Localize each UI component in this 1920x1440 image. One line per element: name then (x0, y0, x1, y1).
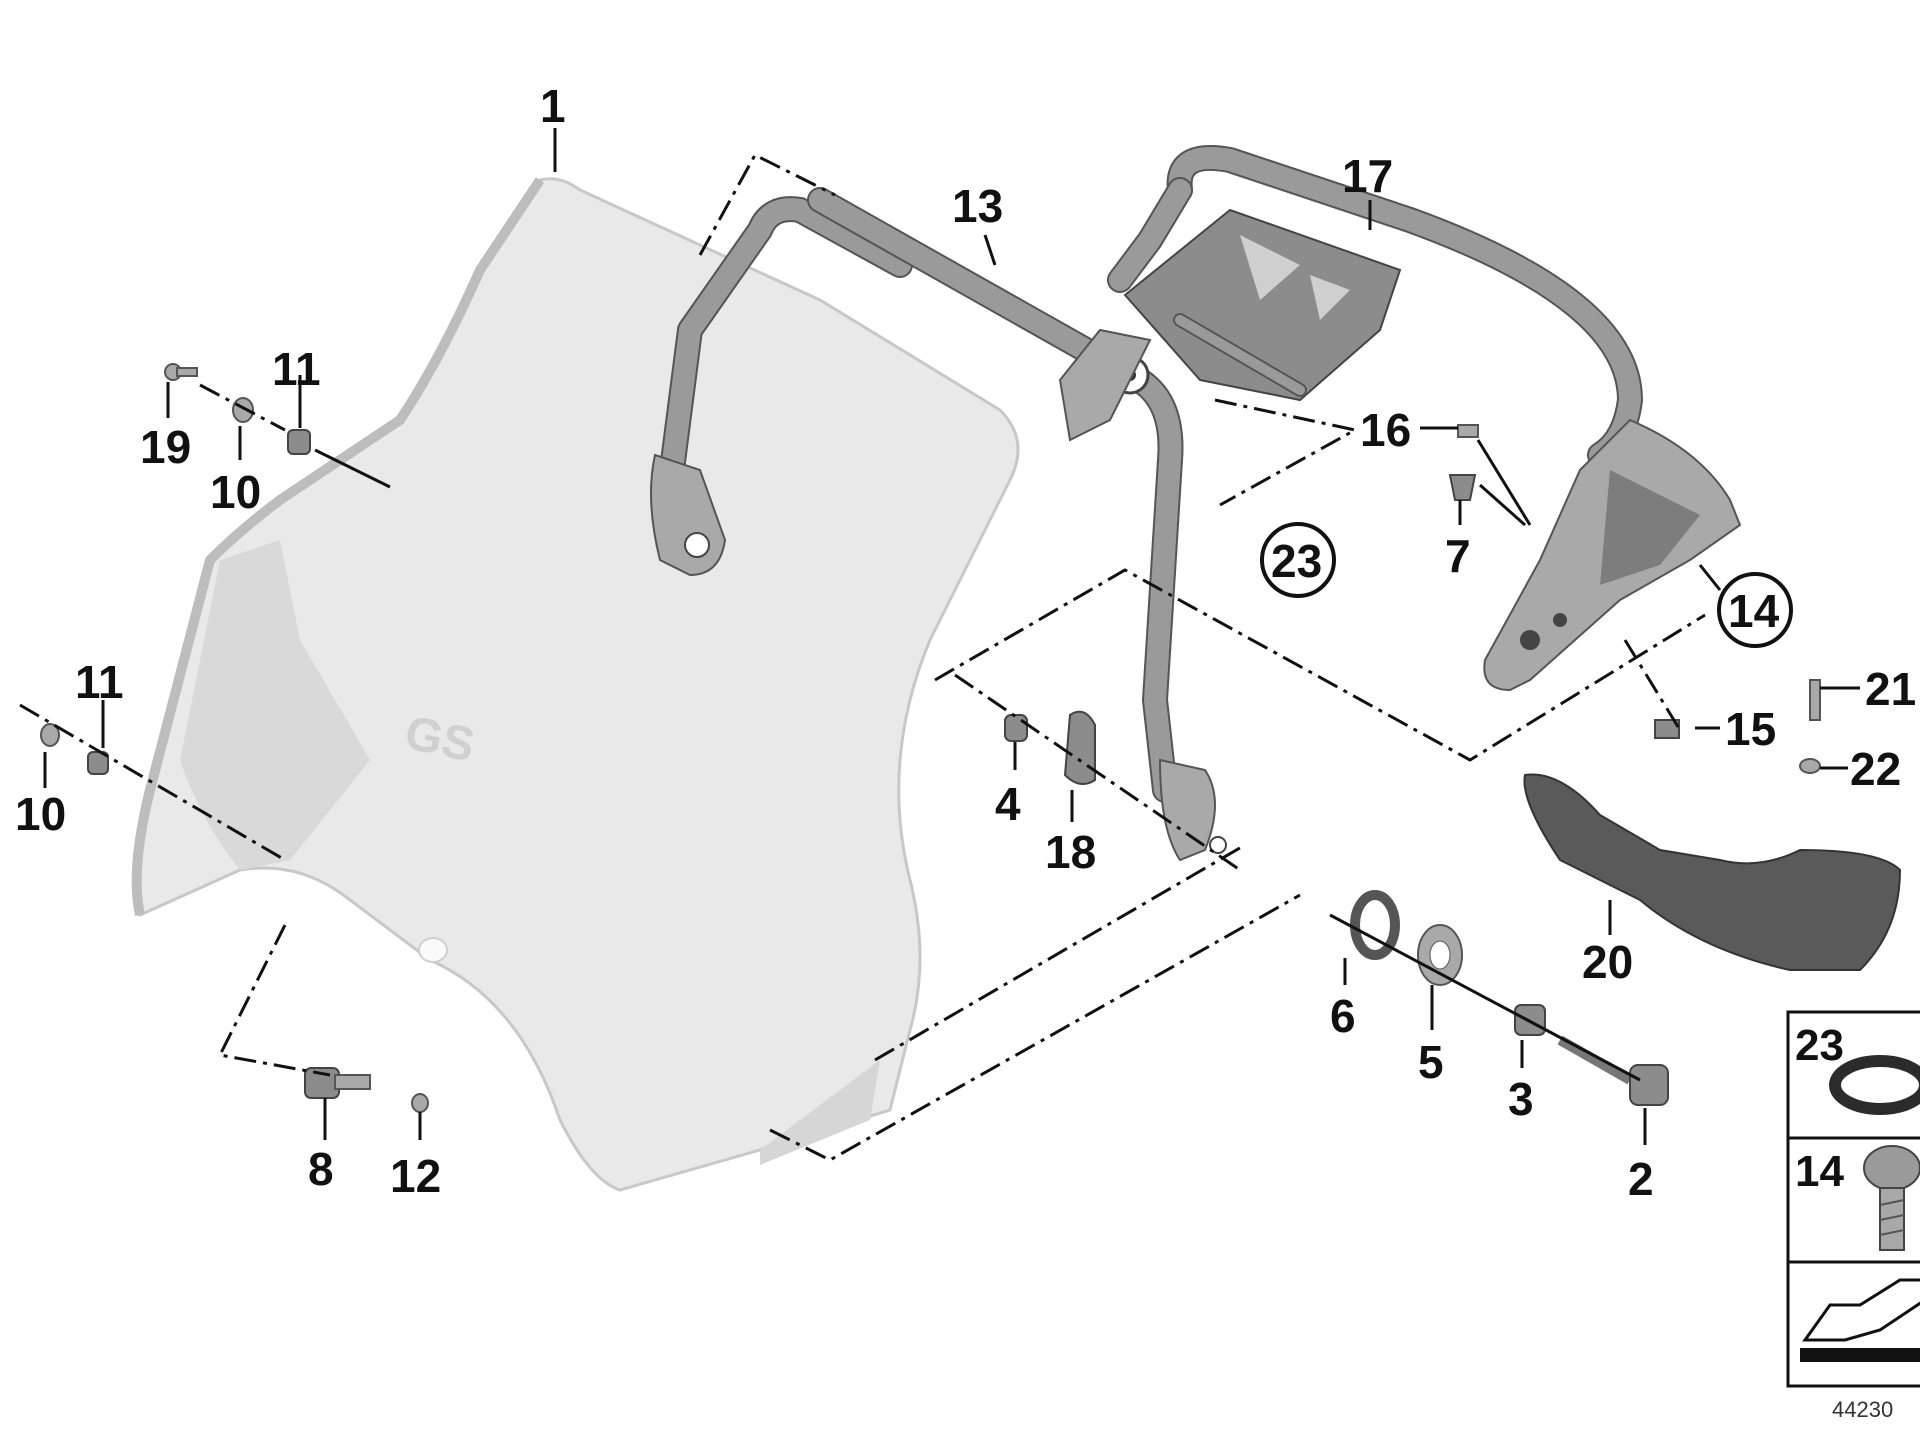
callout-15: 15 (1725, 703, 1776, 755)
leader-lines (43, 128, 1860, 1145)
callout-5: 5 (1418, 1036, 1444, 1088)
callout-10-left: 10 (15, 788, 66, 840)
cover-part (1523, 773, 1902, 971)
inset-label-14: 14 (1795, 1147, 1844, 1196)
callout-23-circled: 23 (1260, 522, 1336, 598)
callout-14: 14 (1728, 585, 1780, 637)
callout-7: 7 (1445, 530, 1471, 582)
callout-21: 21 (1865, 663, 1916, 715)
o-ring-icon (1829, 1055, 1920, 1115)
holder-bracket (650, 187, 1227, 862)
windscreen: GS (131, 177, 1020, 1192)
callout-4: 4 (995, 778, 1021, 830)
callout-17: 17 (1342, 150, 1393, 202)
callout-22: 22 (1850, 743, 1901, 795)
callout-6: 6 (1330, 990, 1356, 1042)
callout-19: 19 (140, 421, 191, 473)
callout-3: 3 (1508, 1073, 1534, 1125)
callout-10-top: 10 (210, 466, 261, 518)
callout-20: 20 (1582, 936, 1633, 988)
inset-label-23: 23 (1795, 1021, 1844, 1070)
callout-1: 1 (540, 80, 566, 132)
callout-16: 16 (1360, 404, 1411, 456)
callout-labels: 1 13 17 11 19 10 16 7 23 14 11 10 21 15 … (15, 80, 1916, 1205)
connection-lines (19, 153, 1706, 1162)
callout-11-left: 11 (75, 656, 124, 708)
inset-legend: 23 14 44230 (1786, 1010, 1920, 1422)
callout-14-circled: 14 (1717, 572, 1793, 648)
callout-2: 2 (1628, 1153, 1654, 1205)
diagram-number: 44230 (1832, 1397, 1893, 1422)
top-frame (1058, 145, 1742, 692)
callout-12: 12 (390, 1150, 441, 1202)
arrow-up-right-icon (1800, 1278, 1920, 1362)
callout-8: 8 (308, 1143, 334, 1195)
callout-11-top: 11 (272, 343, 321, 395)
callout-23: 23 (1271, 535, 1322, 587)
callout-13: 13 (952, 180, 1003, 232)
screw-icon (1863, 1145, 1920, 1251)
callout-18: 18 (1045, 826, 1096, 878)
